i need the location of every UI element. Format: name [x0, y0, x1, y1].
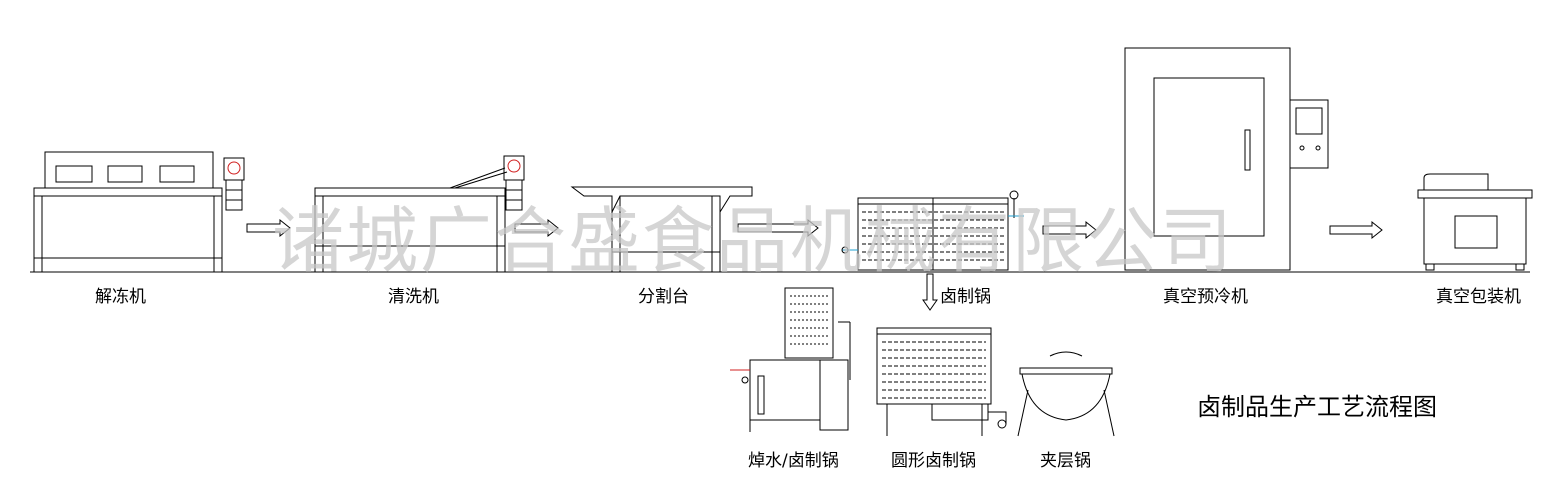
label-cutting-table: 分割台 [638, 287, 689, 307]
label-round-brine-cooker: 圆形卤制锅 [891, 451, 976, 471]
vacuum-precooler [1124, 47, 1329, 271]
flow-arrow-1 [246, 218, 291, 238]
brine-cooker [841, 190, 1024, 271]
wash-motor [503, 155, 525, 211]
flow-arrow-down [922, 273, 938, 311]
diagram-title: 卤制品生产工艺流程图 [1197, 393, 1437, 421]
label-vacuum-precooler: 真空预冷机 [1163, 287, 1248, 307]
watermark: 诸城广合盛食品机械有限公司 [272, 199, 1235, 283]
label-jacketed-kettle: 夹层锅 [1040, 451, 1091, 471]
label-brine-cooker: 卤制锅 [940, 287, 991, 307]
wash-machine [314, 155, 525, 272]
blanch-cooker [730, 287, 851, 432]
vacuum-packer [1417, 173, 1533, 271]
flow-arrow-3 [737, 218, 819, 238]
thaw-machine [33, 151, 245, 272]
label-thaw-machine: 解冻机 [95, 287, 146, 307]
round-brine-cooker [876, 327, 1007, 436]
flow-arrow-5 [1329, 220, 1383, 240]
jacketed-kettle [1017, 351, 1115, 437]
flow-arrow-4 [1042, 220, 1097, 240]
flow-arrow-2 [514, 218, 559, 238]
cutting-table [570, 186, 753, 272]
label-vacuum-packer: 真空包装机 [1436, 287, 1521, 307]
label-wash-machine: 清洗机 [388, 287, 439, 307]
thaw-motor [223, 157, 245, 211]
label-blanch-cooker: 焯水/卤制锅 [748, 451, 839, 471]
